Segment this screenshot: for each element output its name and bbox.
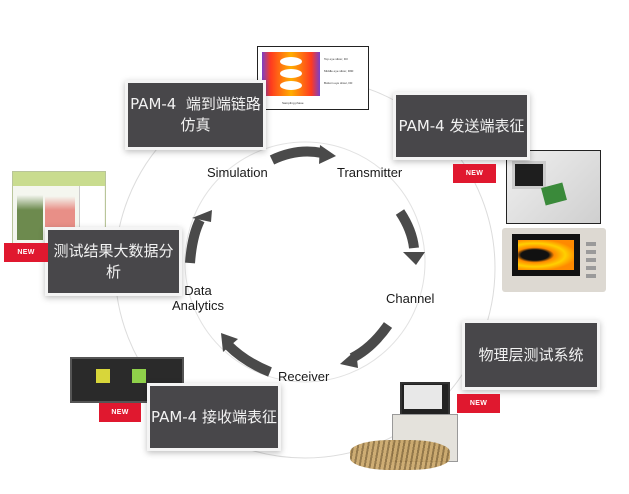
label-data-analytics-line2: Analytics xyxy=(172,298,225,313)
eye-legend-middle: Middle eye slicer, D90 xyxy=(324,69,354,73)
label-data-analytics-line1: Data xyxy=(184,283,212,298)
bert-chassis-image xyxy=(70,357,184,403)
new-badge: NEW xyxy=(453,164,496,183)
receiver-box[interactable]: PAM-4 接收端表征 xyxy=(150,386,278,448)
new-badge: NEW xyxy=(457,394,500,413)
curved-arrow-icon xyxy=(340,322,393,368)
new-badge: NEW xyxy=(4,243,48,262)
test-fixture-image xyxy=(506,150,601,224)
transmitter-box-label: PAM-4 发送端表征 xyxy=(398,116,525,135)
curved-arrow-icon xyxy=(395,209,425,265)
eye-legend-bottom: Bottom eye slicer, D0 xyxy=(324,81,353,85)
simulation-box[interactable]: PAM-4 端到端链路 仿真 xyxy=(128,83,263,147)
curved-arrow-icon xyxy=(269,145,336,165)
transmitter-box[interactable]: PAM-4 发送端表征 xyxy=(396,95,527,157)
curved-arrow-icon xyxy=(221,333,272,377)
label-receiver: Receiver xyxy=(278,369,330,384)
label-transmitter: Transmitter xyxy=(337,165,403,180)
label-data-analytics: Data Analytics xyxy=(172,283,224,313)
curved-arrow-icon xyxy=(185,210,212,264)
physical-layer-box-label: 物理层测试系统 xyxy=(478,345,584,364)
eye-legend-sampling: Sampling phase xyxy=(282,101,304,105)
receiver-box-label: PAM-4 接收端表征 xyxy=(150,407,277,426)
analytics-box-label: 测试结果大数据分析 xyxy=(53,241,174,281)
inner-ring xyxy=(184,141,426,383)
new-badge: NEW xyxy=(99,403,141,422)
simulation-box-line2: 仿真 xyxy=(180,116,211,134)
label-simulation: Simulation xyxy=(207,165,268,180)
oscilloscope-image xyxy=(502,228,606,292)
physical-layer-test-system-image xyxy=(350,382,465,478)
label-channel: Channel xyxy=(386,291,435,306)
analytics-box[interactable]: 测试结果大数据分析 xyxy=(48,230,179,293)
eye-legend-top: Top eye slicer, D3 xyxy=(324,57,348,61)
physical-layer-box[interactable]: 物理层测试系统 xyxy=(465,323,597,387)
pam4-eye-diagram-image: Top eye slicer, D3 Middle eye slicer, D9… xyxy=(257,46,369,110)
simulation-box-line1: PAM-4 端到端链路 xyxy=(130,95,261,113)
